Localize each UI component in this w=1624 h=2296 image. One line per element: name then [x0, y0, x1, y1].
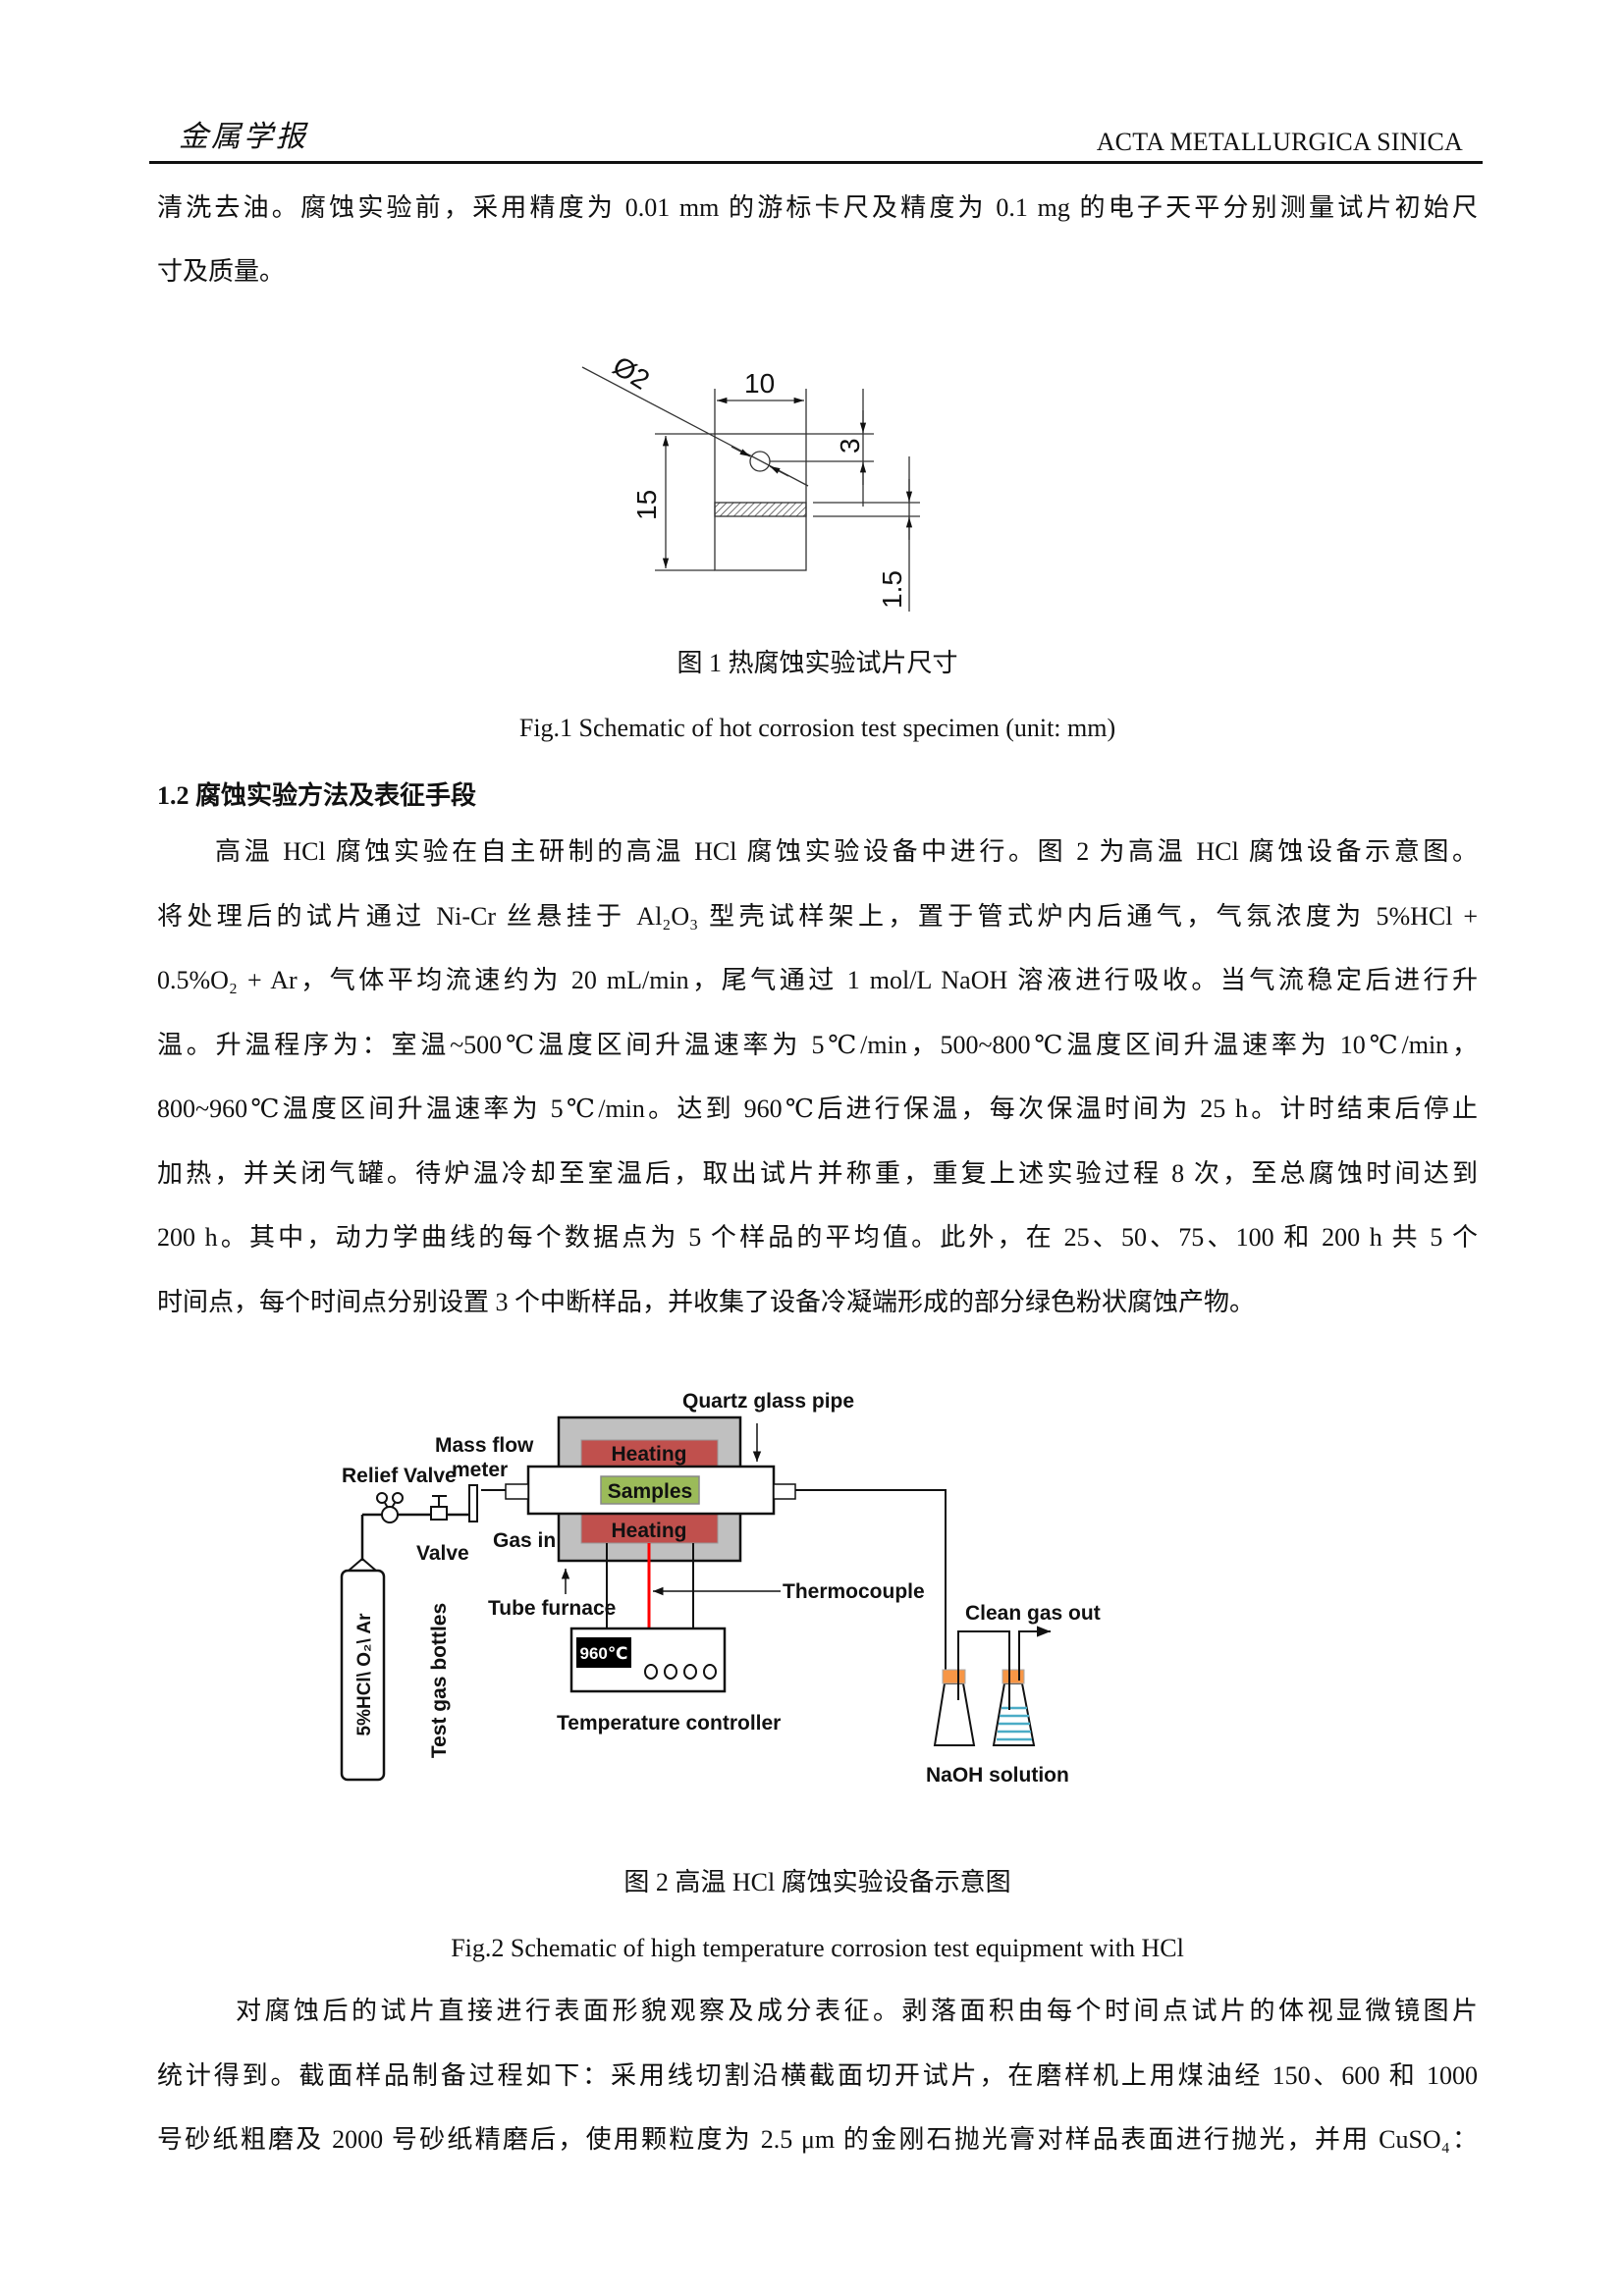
controller-display [576, 1637, 631, 1668]
para1-line: 寸及质量。 [157, 257, 286, 286]
mass-flow-meter [468, 1484, 478, 1522]
dim-height: 15 [631, 490, 662, 520]
journal-logo: 金属学报 [179, 120, 308, 154]
label-thermocouple: Thermocouple [783, 1580, 925, 1603]
para2-line: 0.5%O₂ + Ar，气体平均流速约为 20 mL/min，尾气通过 1 mo… [157, 966, 1478, 994]
para3-line: 号砂纸粗磨及 2000 号砂纸精磨后，使用颗粒度为 2.5 μm 的金刚石抛光膏… [157, 2125, 1478, 2154]
para2-line: 时间点，每个时间点分别设置 3 个中断样品，并收集了设备冷凝端形成的部分绿色粉状… [157, 1288, 1256, 1316]
section-heading: 1.2 腐蚀实验方法及表征手段 [157, 781, 477, 810]
para2-line: 高温 HCl 腐蚀实验在自主研制的高温 HCl 腐蚀实验设备中进行。图 2 为高… [215, 837, 1478, 866]
para2-line: 800~960℃温度区间升温速率为 5℃/min。达到 960℃后进行保温，每次… [157, 1095, 1478, 1123]
para3-line: 统计得到。截面样品制备过程如下：采用线切割沿横截面切开试片，在磨样机上用煤油经 … [157, 2061, 1478, 2090]
label-quartz: Quartz glass pipe [682, 1390, 854, 1413]
dim-band: 1.5 [877, 570, 907, 609]
figure-2-caption-cn: 图 2 高温 HCl 腐蚀实验设备示意图 [623, 1868, 1011, 1896]
label-tube-furnace: Tube furnace [488, 1597, 616, 1620]
label-meter: meter [452, 1459, 508, 1481]
label-heating-bottom: Heating [611, 1520, 686, 1542]
flask-2 [992, 1682, 1036, 1746]
figure-2-caption-en: Fig.2 Schematic of high temperature corr… [451, 1934, 1184, 1962]
para2-line: 200 h。其中，动力学曲线的每个数据点为 5 个样品的平均值。此外，在 25、… [157, 1223, 1478, 1252]
heating-bottom [580, 1513, 719, 1544]
figure-1-specimen-drawing: Ø2 10 15 3 1.5 [581, 350, 920, 612]
para2-line: 加热，并关闭气罐。待炉温冷却至室温后，取出试片并称重，重复上述实验过程 8 次，… [157, 1159, 1478, 1188]
label-relief-valve: Relief Valve [342, 1465, 457, 1487]
label-clean-gas: Clean gas out [965, 1602, 1101, 1625]
header-rule [149, 161, 1483, 164]
controller-display-value: 960℃ [580, 1644, 628, 1663]
label-valve: Valve [416, 1542, 469, 1565]
label-bottle: 5%HCl\ O₂\ Ar [354, 1613, 375, 1736]
dim-width: 10 [744, 368, 775, 399]
figure-1-caption-en: Fig.1 Schematic of hot corrosion test sp… [518, 714, 1116, 742]
journal-title: ACTA METALLURGICA SINICA [1096, 128, 1463, 156]
samples-box [600, 1475, 700, 1505]
figure-2-equipment-schematic: Quartz glass pipe Mass flow meter Relief… [340, 1390, 1101, 1787]
dim-hole-offset: 3 [835, 438, 865, 454]
para3-line: 对腐蚀后的试片直接进行表面形貌观察及成分表征。剥落面积由每个时间点试片的体视显微… [236, 1997, 1478, 2025]
flask-1 [933, 1682, 976, 1746]
label-test-gas-bottles: Test gas bottles [428, 1603, 451, 1758]
label-heating-top: Heating [611, 1443, 686, 1466]
para2-line: 将处理后的试片通过 Ni-Cr 丝悬挂于 Al₂O₃ 型壳试样架上，置于管式炉内… [157, 902, 1478, 931]
heating-top [580, 1439, 719, 1468]
label-gas-in: Gas in [493, 1529, 556, 1552]
relief-valve [381, 1506, 399, 1523]
label-mass-flow: Mass flow [435, 1434, 534, 1457]
para2-line: 温。升温程序为：室温~500℃温度区间升温速率为 5℃/min，500~800℃… [157, 1031, 1478, 1059]
label-naoh: NaOH solution [926, 1764, 1069, 1787]
label-samples: Samples [608, 1480, 692, 1503]
para1-line: 清洗去油。腐蚀实验前，采用精度为 0.01 mm 的游标卡尺及精度为 0.1 m… [157, 193, 1478, 222]
gas-bottle [340, 1569, 386, 1782]
hatched-band [714, 502, 807, 517]
figure-1-caption-cn: 图 1 热腐蚀实验试片尺寸 [677, 649, 958, 677]
label-controller: Temperature controller [557, 1712, 781, 1735]
valve [430, 1506, 448, 1521]
